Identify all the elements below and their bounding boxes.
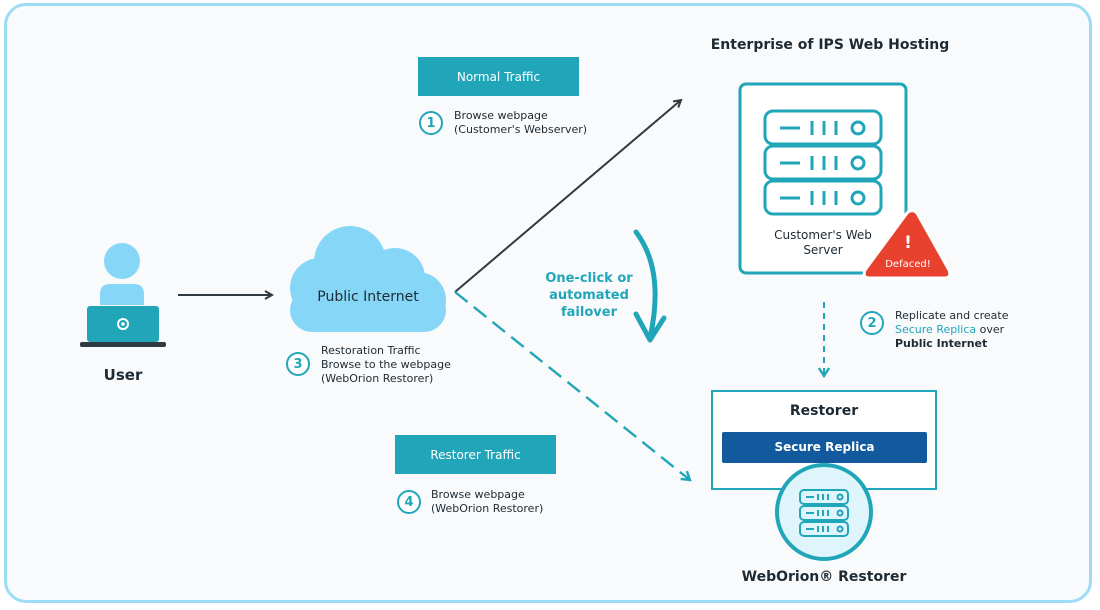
cloud-icon <box>290 226 446 332</box>
enterprise-title: Enterprise of IPS Web Hosting <box>710 37 950 53</box>
step4-line2: (WebOrion Restorer) <box>431 502 544 515</box>
server-label-line2: Server <box>803 243 843 257</box>
step3-number: 3 <box>286 352 310 376</box>
step3-text: Restoration Traffic Browse to the webpag… <box>321 344 451 386</box>
restorer-title: Restorer <box>789 403 859 419</box>
step3-line2: Browse to the webpage <box>321 358 451 371</box>
failover-line1: One-click or <box>545 271 633 286</box>
step1-line2: (Customer's Webserver) <box>454 123 588 136</box>
defaced-mark: ! <box>904 233 912 253</box>
secure-replica-bar <box>722 432 927 463</box>
restorer-traffic-label: Restorer Traffic <box>395 435 556 474</box>
step4-line1: Browse webpage <box>431 488 525 501</box>
server-icon <box>763 109 883 216</box>
weborion-label: WebOrion® Restorer <box>741 569 907 585</box>
laptop-icon <box>80 306 166 347</box>
step2-line1: Replicate and create <box>895 309 1009 322</box>
server-label-line1: Customer's Web <box>774 228 872 242</box>
defaced-label: Defaced! <box>885 259 931 270</box>
step4-text: Browse webpage (WebOrion Restorer) <box>431 488 543 516</box>
step2-line2: Secure Replica over <box>895 323 1009 337</box>
step1-number: 1 <box>419 111 443 135</box>
step2-line3: Public Internet <box>895 337 988 350</box>
failover-label: One-click or automated failover <box>520 270 658 321</box>
step2-number: 2 <box>860 311 884 335</box>
step1-line1: Browse webpage <box>454 109 548 122</box>
normal-traffic-arrow <box>454 100 681 293</box>
step4-number: 4 <box>397 490 421 514</box>
server-label: Customer's Web Server <box>760 228 886 258</box>
secure-replica-label: Secure Replica <box>774 440 875 454</box>
diagram-frame <box>4 3 1092 603</box>
internet-label: Public Internet <box>317 289 419 305</box>
step3-line3: (WebOrion Restorer) <box>321 372 434 385</box>
step2-text: Replicate and create Secure Replica over… <box>895 309 1009 351</box>
failover-line2: automated failover <box>549 288 629 320</box>
restorer-server-icon <box>799 489 849 537</box>
step3-line1: Restoration Traffic <box>321 344 421 357</box>
user-icon <box>100 243 144 305</box>
restorer-traffic-arrow <box>454 291 690 480</box>
secure-replica-link: Secure Replica <box>895 323 977 336</box>
failover-arrow <box>633 229 658 341</box>
step1-text: Browse webpage (Customer's Webserver) <box>454 109 587 137</box>
normal-traffic-label: Normal Traffic <box>418 57 579 96</box>
warning-icon <box>862 209 952 280</box>
step2-line2-rest: over <box>976 323 1005 336</box>
user-label: User <box>103 366 143 384</box>
